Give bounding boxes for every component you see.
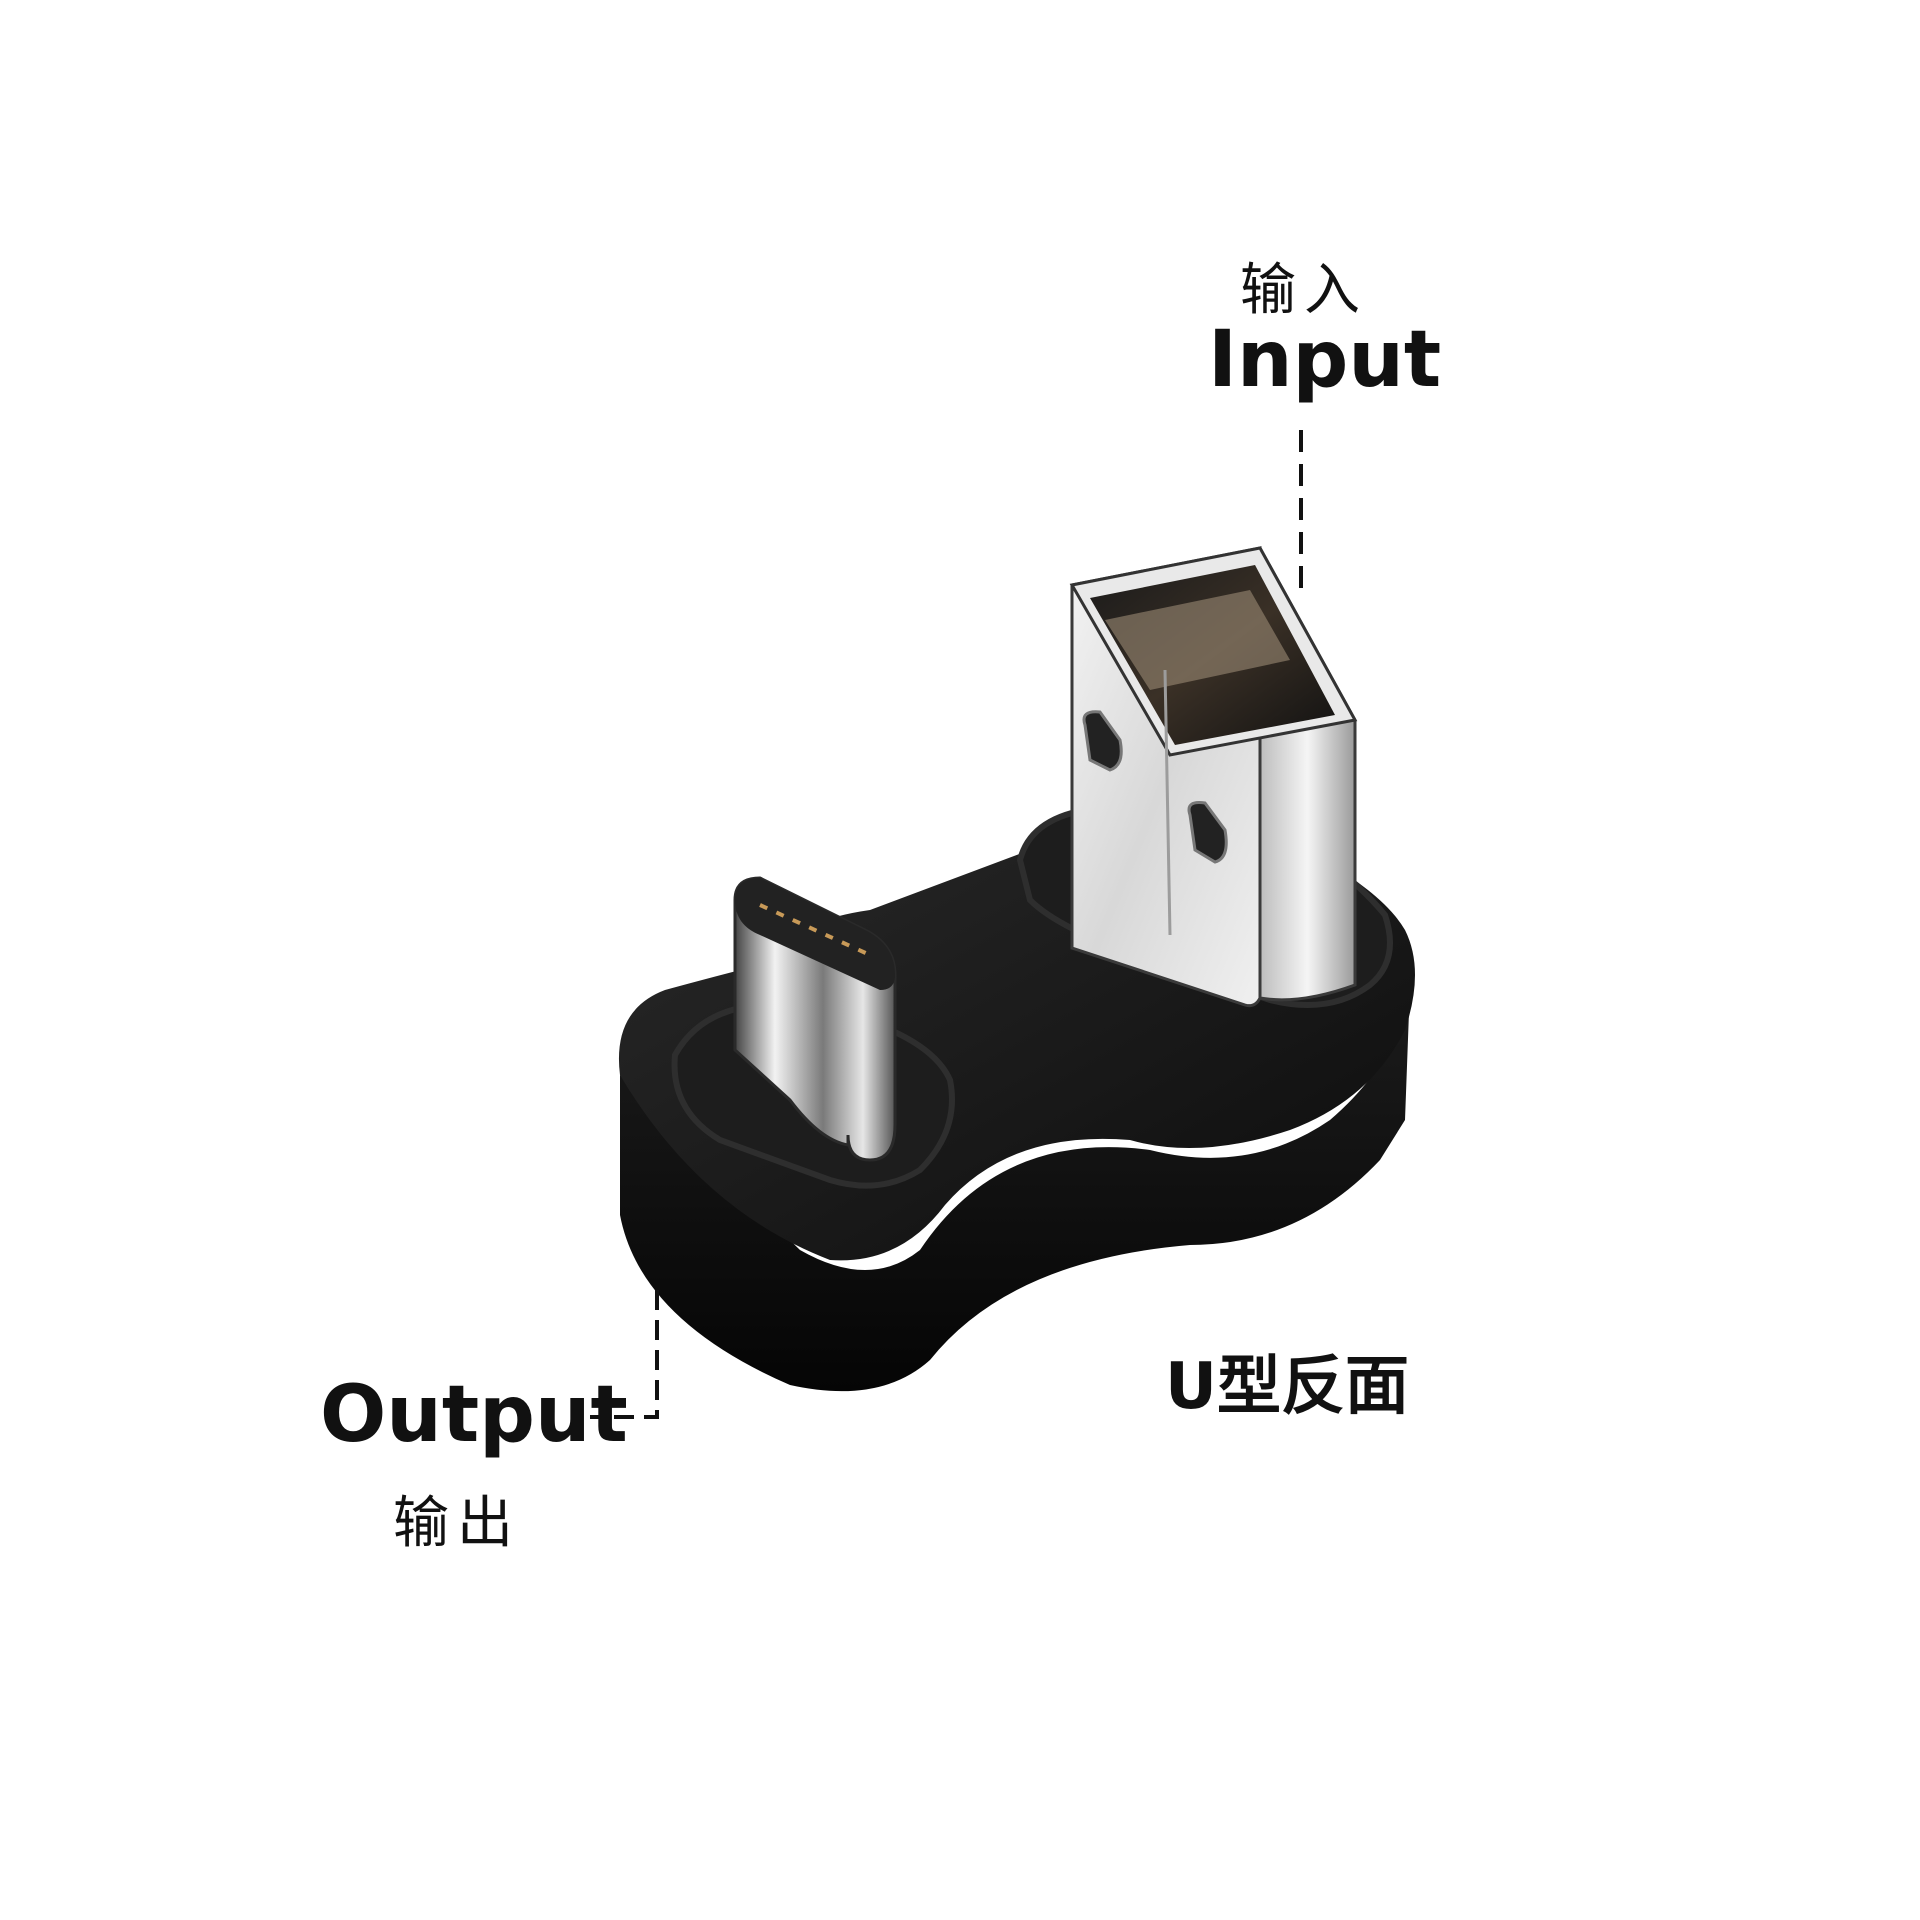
output-label-en: Output [320,1370,628,1460]
usb-c-plug [733,876,897,1162]
input-label-en: Input [1208,315,1442,405]
output-leader-line [590,1290,659,1419]
caption: U型反面 [1165,1350,1409,1424]
input-leader-line [1299,430,1303,590]
output-label-cn: 输出 [393,1491,521,1556]
input-label-cn: 输入 [1240,258,1368,323]
usb-a-plug [1069,546,1358,1008]
